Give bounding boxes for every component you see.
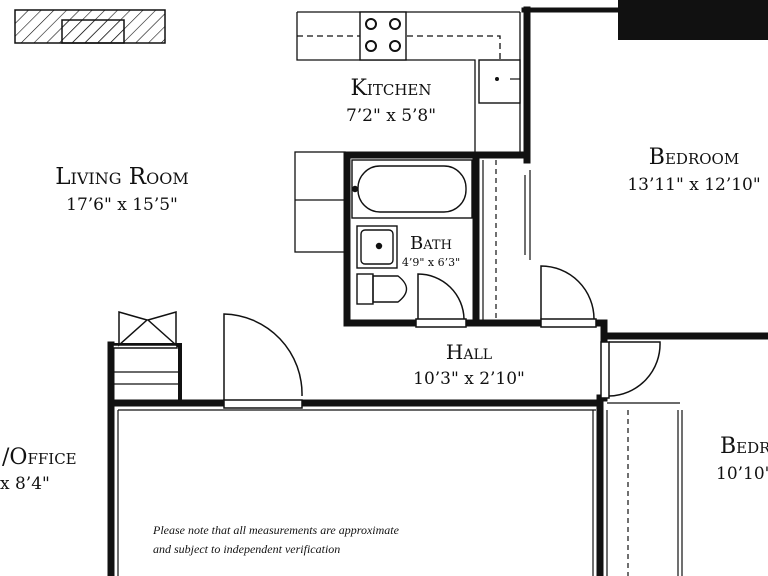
kitchen-dims: 7’2" x 5’8" (346, 106, 436, 126)
fireplace-hearth (14, 9, 166, 44)
doors (112, 265, 661, 409)
toilet-icon (356, 273, 408, 305)
walls (107, 6, 768, 576)
living-room-dims: 17’6" x 15’5" (66, 195, 178, 215)
hall-name: Hall (446, 340, 492, 364)
bedroom1-name: Bedroom (649, 145, 739, 170)
shelf-unit (294, 151, 346, 253)
bath-dims: 4’9" x 6’3" (402, 256, 460, 269)
bath-name: Bath (410, 233, 452, 254)
living-room-name: Living Room (55, 164, 189, 190)
office-dims: x 8’4" (0, 474, 50, 494)
closet-shelving (113, 371, 180, 385)
bedroom2-dims: 10’10" (716, 464, 768, 484)
bath-sink-icon (356, 225, 398, 269)
bedroom2-closet (627, 410, 683, 576)
stove-icon (359, 11, 407, 61)
bathtub-icon (351, 159, 473, 219)
bedroom1-dims: 13’11" x 12’10" (627, 175, 760, 195)
exterior-wall-block (618, 0, 768, 40)
kitchen-name: Kitchen (351, 76, 432, 101)
wall-inner-lines (117, 402, 680, 576)
closet-lines (482, 160, 531, 320)
disclaimer-line-2: and subject to independent verification (153, 542, 340, 556)
hall-dims: 10’3" x 2’10" (413, 369, 525, 389)
kitchen-sink-icon (478, 59, 521, 104)
office-name: /Office (2, 445, 77, 470)
disclaimer-line-1: Please note that all measurements are ap… (152, 523, 400, 537)
bedroom2-name: Bedr (720, 434, 768, 459)
